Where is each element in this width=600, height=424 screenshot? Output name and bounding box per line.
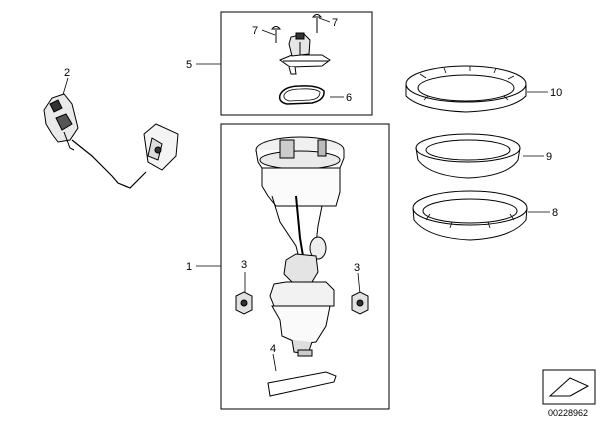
callout-3-left: 3 bbox=[241, 259, 247, 271]
callout-4: 4 bbox=[270, 343, 276, 355]
group-frame-flange bbox=[220, 11, 373, 116]
group-frame-pump bbox=[220, 123, 390, 410]
clip-right-icon bbox=[351, 291, 369, 315]
clip-left-icon bbox=[235, 291, 253, 315]
diagram-part-number: 00228962 bbox=[548, 408, 588, 418]
callout-5: 5 bbox=[186, 59, 192, 71]
flange-seal-inner bbox=[283, 88, 321, 102]
filter-insert-icon bbox=[267, 371, 337, 397]
callout-1: 1 bbox=[186, 261, 192, 273]
callout-8: 8 bbox=[552, 207, 558, 219]
callout-10: 10 bbox=[550, 87, 562, 99]
screw-left-icon bbox=[270, 26, 282, 43]
level-sensor-icon bbox=[43, 93, 179, 189]
reference-symbol bbox=[542, 369, 596, 405]
callout-7-left: 7 bbox=[252, 25, 258, 37]
callout-2: 2 bbox=[64, 67, 70, 79]
screw-right-icon bbox=[311, 14, 323, 33]
fuel-pump-icon bbox=[255, 136, 345, 357]
seal-ring-icon bbox=[415, 133, 521, 179]
flange-unit-icon bbox=[278, 32, 331, 75]
flange-seal-icon bbox=[278, 85, 325, 105]
callout-7-right: 7 bbox=[332, 17, 338, 29]
locking-ring-icon bbox=[405, 65, 527, 113]
callout-6: 6 bbox=[346, 92, 352, 104]
gasket-ring-icon bbox=[412, 190, 528, 241]
callout-3-right: 3 bbox=[354, 262, 360, 274]
callout-9: 9 bbox=[546, 151, 552, 163]
